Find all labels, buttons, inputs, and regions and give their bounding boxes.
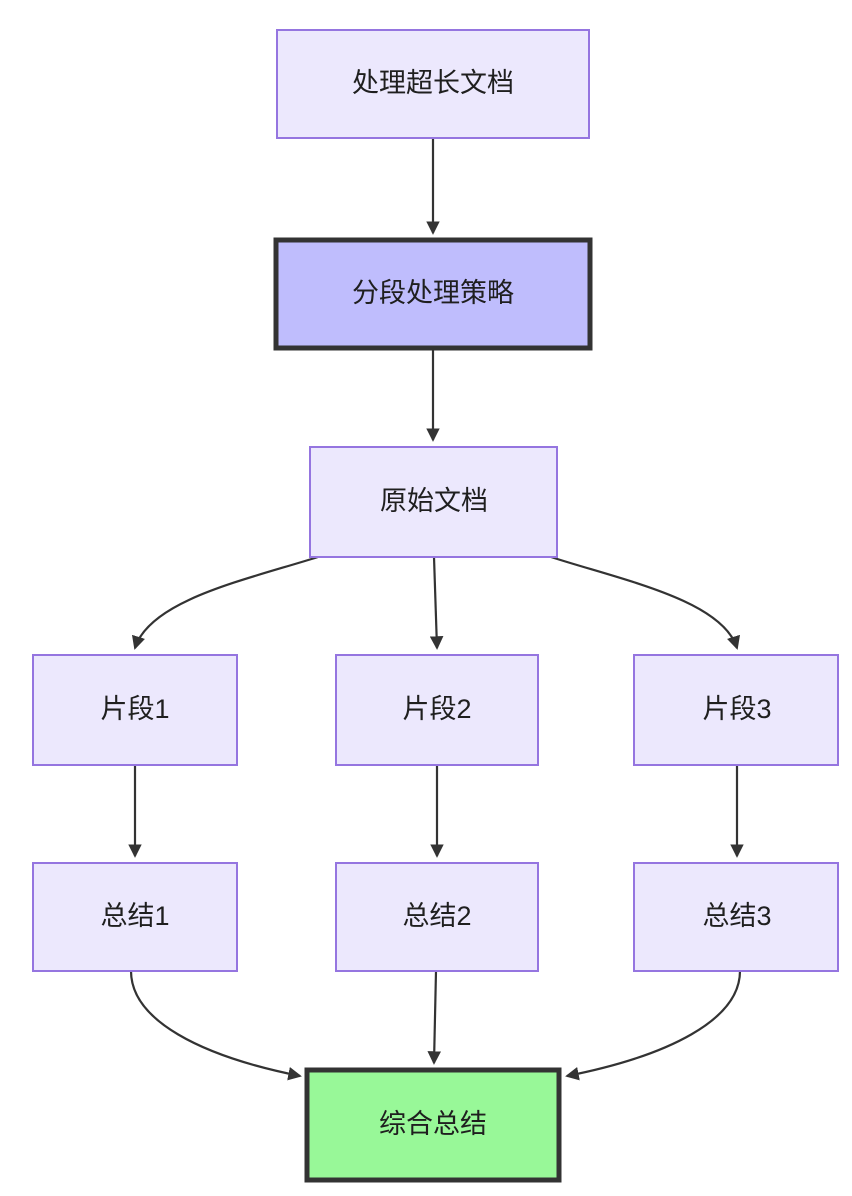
node-long-document-label: 处理超长文档 bbox=[352, 68, 514, 98]
node-chunk-strategy-shape[interactable] bbox=[273, 237, 593, 351]
edge-source-document-to-fragment-3 bbox=[550, 555, 740, 650]
node-summary-2-shape[interactable] bbox=[335, 862, 539, 972]
node-summary-3-shape[interactable] bbox=[633, 862, 839, 972]
node-summary-1-shape[interactable] bbox=[32, 862, 238, 972]
node-fragment-1[interactable]: 片段1 bbox=[32, 654, 238, 766]
node-fragment-3-shape[interactable] bbox=[633, 654, 839, 766]
node-fragment-2-shape[interactable] bbox=[335, 654, 539, 766]
node-final-summary-label: 综合总结 bbox=[379, 1109, 487, 1139]
node-source-document-label: 原始文档 bbox=[380, 486, 488, 516]
node-chunk-strategy[interactable]: 分段处理策略 bbox=[273, 237, 593, 351]
node-source-document-shape[interactable] bbox=[309, 446, 558, 558]
edge-source-document-to-fragment-1 bbox=[132, 555, 319, 650]
node-fragment-1-label: 片段1 bbox=[100, 694, 169, 724]
node-final-summary[interactable]: 综合总结 bbox=[304, 1067, 562, 1183]
node-fragment-3[interactable]: 片段3 bbox=[633, 654, 839, 766]
node-final-summary-shape[interactable] bbox=[304, 1067, 562, 1183]
node-summary-2-label: 总结2 bbox=[402, 901, 471, 931]
node-layer: 处理超长文档 分段处理策略 原始文档 片段1 片段2 片段3 bbox=[32, 29, 839, 1183]
node-long-document-shape[interactable] bbox=[276, 29, 590, 139]
node-summary-2[interactable]: 总结2 bbox=[335, 862, 539, 972]
node-fragment-2-label: 片段2 bbox=[402, 694, 471, 724]
node-source-document[interactable]: 原始文档 bbox=[309, 446, 558, 558]
edge-summary-1-to-final-summary bbox=[129, 970, 302, 1081]
edge-layer bbox=[128, 138, 744, 1081]
node-summary-3-label: 总结3 bbox=[702, 901, 771, 931]
edge-summary-2-to-final-summary bbox=[427, 970, 442, 1065]
node-fragment-3-label: 片段3 bbox=[702, 694, 771, 724]
node-long-document[interactable]: 处理超长文档 bbox=[276, 29, 590, 139]
edge-source-document-to-fragment-2 bbox=[429, 556, 444, 650]
node-summary-1[interactable]: 总结1 bbox=[32, 862, 238, 972]
node-fragment-2[interactable]: 片段2 bbox=[335, 654, 539, 766]
node-fragment-1-shape[interactable] bbox=[32, 654, 238, 766]
edge-summary-3-to-final-summary bbox=[565, 970, 742, 1081]
node-summary-1-label: 总结1 bbox=[100, 901, 169, 931]
node-chunk-strategy-label: 分段处理策略 bbox=[352, 278, 514, 308]
node-summary-3[interactable]: 总结3 bbox=[633, 862, 839, 972]
